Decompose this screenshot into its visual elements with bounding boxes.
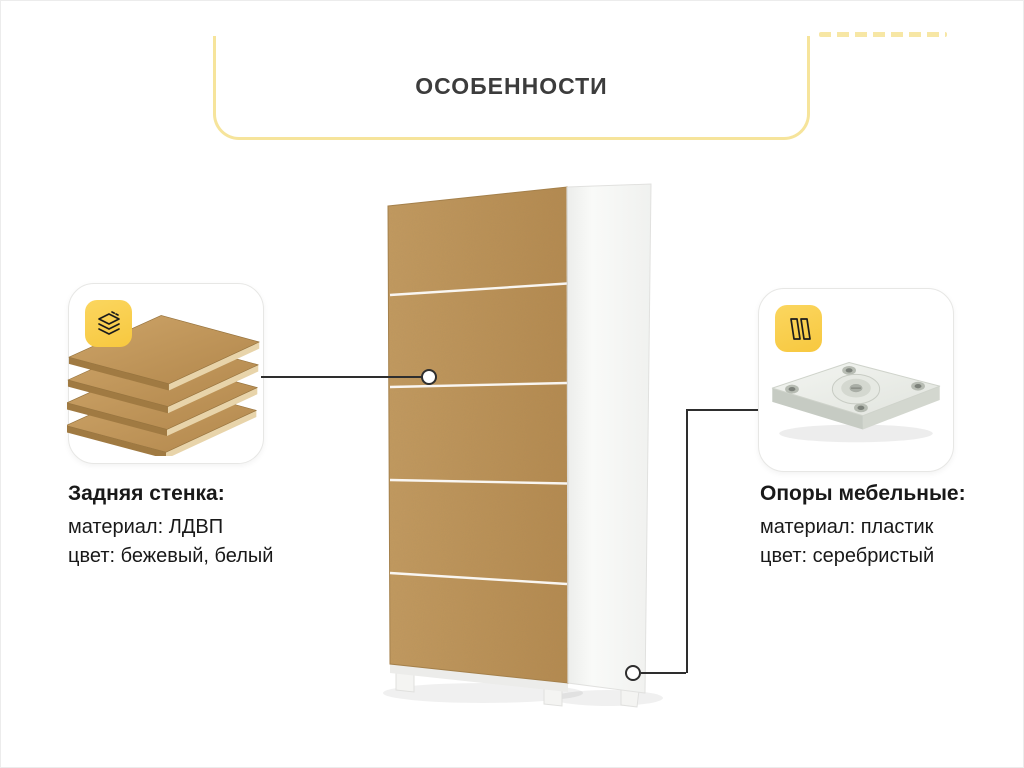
- wardrobe-back-illustration: [383, 183, 663, 708]
- back-panel-color: цвет: бежевый, белый: [68, 545, 274, 567]
- connector-supports-top: [687, 409, 758, 412]
- back-panel-seams: [389, 282, 568, 586]
- furniture-legs-glyph: [789, 317, 811, 340]
- furniture-legs-icon: [775, 305, 822, 352]
- callout-dot-back-panel: [421, 369, 437, 385]
- screw-holes: [785, 365, 925, 413]
- wardrobe-side-face: [566, 183, 652, 694]
- support-boss: [831, 373, 881, 405]
- feature-card-supports: [758, 288, 954, 472]
- layered-sheets-glyph: [97, 310, 120, 335]
- supports-description: Опоры мебельные: материал: пластик цвет:…: [760, 482, 1020, 571]
- supports-material: материал: пластик: [760, 516, 934, 538]
- back-panel-description: Задняя стенка: материал: ЛДВП цвет: беже…: [68, 482, 368, 571]
- connector-supports-vertical: [686, 409, 689, 673]
- back-panel-material: материал: ЛДВП: [68, 516, 224, 538]
- wardrobe-base-edge: [390, 664, 568, 692]
- connector-back-panel: [261, 376, 423, 379]
- supports-heading: Опоры мебельные:: [760, 482, 966, 505]
- page-title: ОСОБЕННОСТИ: [415, 73, 608, 99]
- title-frame: ОСОБЕННОСТИ: [213, 36, 810, 140]
- layered-sheets-icon: [85, 300, 132, 347]
- furniture-support-photo: [771, 362, 941, 443]
- hardboard-texture: [388, 187, 568, 683]
- corner-seam: [566, 186, 569, 684]
- connector-supports-bottom: [641, 672, 686, 675]
- floor-shadow-right: [553, 690, 663, 706]
- callout-dot-supports: [625, 665, 641, 681]
- feature-card-back-panel: [67, 283, 264, 464]
- back-panel-heading: Задняя стенка:: [68, 482, 225, 505]
- hardboard-sheets-photo: [67, 315, 260, 456]
- supports-color: цвет: серебристый: [760, 545, 935, 567]
- decorative-dashes: [819, 32, 947, 37]
